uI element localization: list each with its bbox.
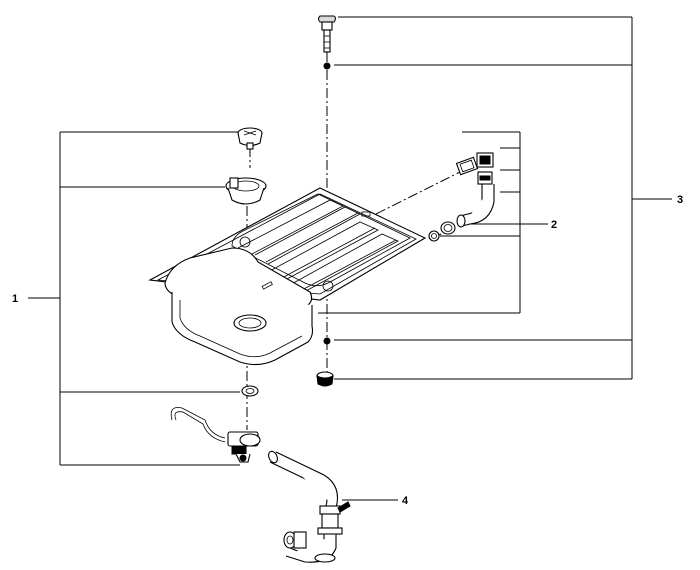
overflow-hose-assembly	[170, 407, 261, 463]
strainer-body	[225, 177, 267, 205]
tap-hole-bolt	[318, 15, 336, 53]
basket-strainer-plug	[237, 127, 263, 150]
callout-1: 1	[12, 293, 18, 305]
sink-unit	[148, 187, 427, 366]
bracket-group-1	[28, 131, 240, 466]
bracket-group-3	[334, 16, 672, 380]
waste-trap	[268, 450, 351, 563]
overflow-nut	[440, 221, 456, 235]
callout-2: 2	[551, 219, 557, 231]
bolt-washer-top	[323, 62, 331, 70]
callout-3: 3	[677, 194, 683, 206]
bolt-washer-bottom	[323, 337, 331, 345]
washer-ring	[241, 385, 259, 397]
tap-hole-nut	[316, 371, 334, 387]
callout-4: 4	[402, 495, 409, 507]
overflow-elbow	[456, 171, 495, 228]
overflow-cover-plates	[455, 152, 494, 176]
overflow-seal	[428, 230, 440, 242]
